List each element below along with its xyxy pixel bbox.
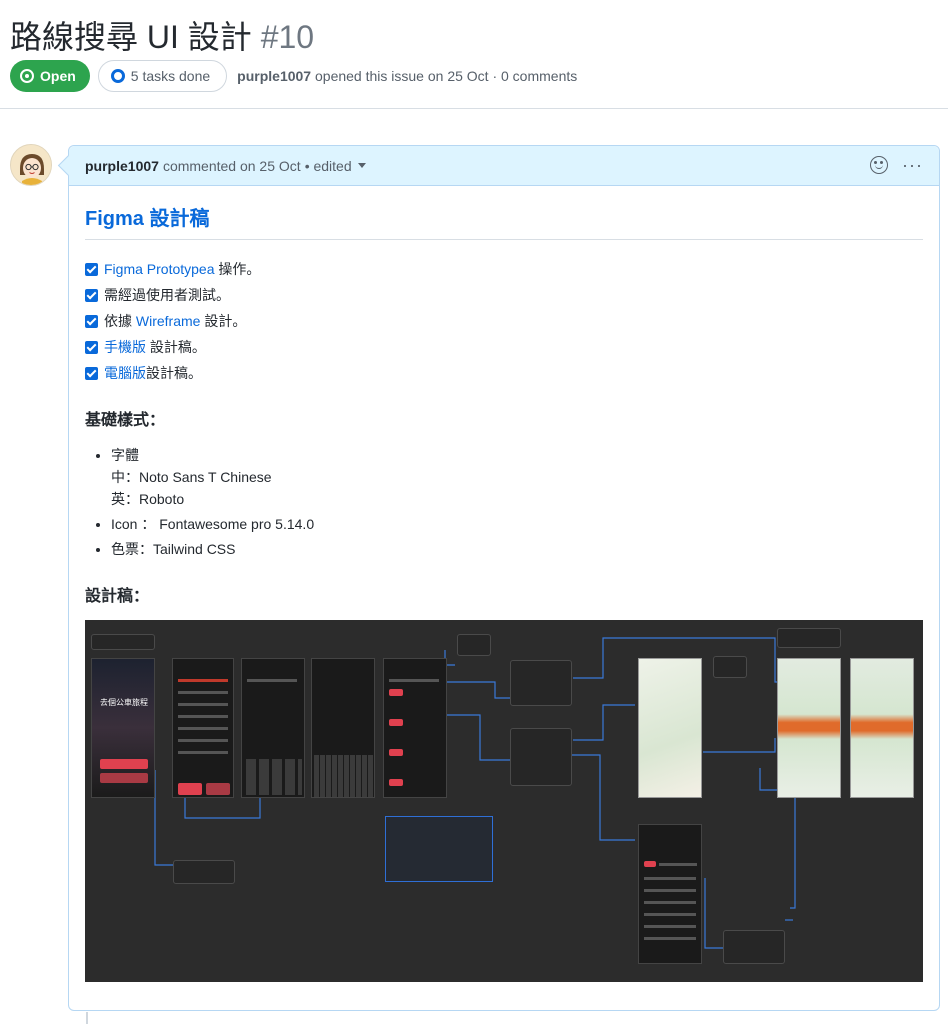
task-item: 需經過使用者測試。 — [85, 282, 923, 308]
comment-body: Figma 設計稿 Figma Prototypea 操作。 需經過使用者測試。… — [69, 186, 939, 998]
comment-author-link[interactable]: purple1007 — [85, 157, 159, 174]
reaction-smiley-icon[interactable] — [870, 156, 889, 174]
task-link[interactable]: Figma Prototypea — [104, 261, 215, 277]
checkbox-checked-icon[interactable] — [85, 340, 98, 354]
figma-mobile-frame-stops — [638, 824, 702, 964]
progress-ring-icon — [110, 69, 125, 83]
task-list: Figma Prototypea 操作。 需經過使用者測試。 依據 Wirefr… — [85, 256, 923, 386]
font-label: 字體 — [111, 447, 139, 463]
figma-note — [91, 634, 155, 650]
checkbox-checked-icon[interactable] — [85, 314, 98, 328]
task-text: 依據 — [104, 313, 136, 329]
issue-number: #10 — [260, 19, 315, 55]
issue-meta: Open 5 tasks done purple1007 opened this… — [10, 60, 577, 92]
issue-title: 路線搜尋 UI 設計 #10 — [10, 12, 314, 58]
chevron-down-icon[interactable] — [357, 163, 366, 168]
figma-mobile-frame-list — [172, 658, 234, 798]
figma-design-screenshot[interactable]: 去個公車旅程 — [85, 620, 923, 982]
issue-opened-meta: purple1007 opened this issue on 25 Oct ·… — [237, 68, 577, 84]
figma-map-frame — [638, 658, 702, 798]
list-item: 字體 中：Noto Sans T Chinese 英：Roboto — [111, 444, 923, 510]
basics-heading: 基礎樣式： — [85, 412, 166, 429]
basics-list: 字體 中：Noto Sans T Chinese 英：Roboto Icon ：… — [111, 444, 923, 560]
list-item: Icon ： Fontawesome pro 5.14.0 — [111, 513, 923, 535]
task-item: 依據 Wireframe 設計。 — [85, 308, 923, 334]
tasks-badge[interactable]: 5 tasks done — [97, 60, 228, 92]
state-label: Open — [40, 68, 76, 84]
task-text: 需經過使用者測試。 — [104, 287, 230, 303]
checkbox-checked-icon[interactable] — [85, 262, 98, 276]
timeline-line — [86, 1012, 88, 1024]
comment-header: purple1007 commented on 25 Oct • edited … — [69, 146, 939, 186]
figma-caption: 去個公車旅程 — [100, 698, 148, 707]
font-en: 英：Roboto — [111, 491, 185, 507]
figma-mobile-frame-keypad — [241, 658, 305, 798]
figma-mobile-frame-keyboard — [311, 658, 375, 798]
task-text: 操作。 — [214, 261, 261, 277]
comment-actions: ··· — [870, 156, 923, 174]
issue-comment: purple1007 commented on 25 Oct • edited … — [68, 145, 940, 1011]
figma-more-menu — [173, 860, 235, 884]
header-divider — [0, 108, 948, 109]
opened-text: opened this issue on 25 Oct · 0 comments — [315, 68, 578, 84]
task-text: 設計。 — [200, 313, 247, 329]
task-link[interactable]: 手機版 — [104, 339, 146, 355]
avatar-illustration-icon — [11, 145, 51, 185]
issue-title-text: 路線搜尋 UI 設計 — [10, 19, 252, 55]
figma-mobile-frame-route — [383, 658, 447, 798]
figma-note — [713, 656, 747, 678]
list-item: 色票：Tailwind CSS — [111, 538, 923, 560]
comment-timestamp[interactable]: commented on 25 Oct — [162, 157, 301, 174]
figma-popup-card — [510, 728, 572, 786]
task-link[interactable]: 電腦版 — [104, 365, 146, 381]
task-item: 手機版 設計稿。 — [85, 334, 923, 360]
figma-popup-card — [723, 930, 785, 964]
task-link[interactable]: Wireframe — [135, 313, 201, 329]
design-heading: 設計稿： — [85, 588, 150, 605]
task-item: Figma Prototypea 操作。 — [85, 256, 923, 282]
task-text: 設計稿。 — [146, 365, 202, 381]
figma-mobile-frame-home: 去個公車旅程 — [91, 658, 155, 798]
task-item: 電腦版設計稿。 — [85, 360, 923, 386]
issue-opened-icon — [20, 69, 34, 83]
issue-author-link[interactable]: purple1007 — [237, 68, 312, 84]
checkbox-checked-icon[interactable] — [85, 288, 98, 302]
state-badge: Open — [10, 60, 90, 92]
font-zh: 中：Noto Sans T Chinese — [111, 469, 272, 485]
checkbox-checked-icon[interactable] — [85, 366, 98, 380]
figma-note — [777, 628, 841, 648]
task-text: 設計稿。 — [146, 339, 206, 355]
figma-map-frame — [850, 658, 914, 798]
figma-note — [457, 634, 491, 656]
figma-heading: Figma 設計稿 — [85, 202, 923, 240]
figma-map-frame — [777, 658, 841, 798]
avatar[interactable] — [10, 144, 52, 186]
figma-legend-card — [385, 816, 493, 882]
kebab-menu-icon[interactable]: ··· — [902, 155, 923, 175]
tasks-label: 5 tasks done — [130, 68, 211, 84]
edited-dropdown[interactable]: • edited — [304, 157, 352, 174]
figma-popup-card — [510, 660, 572, 706]
